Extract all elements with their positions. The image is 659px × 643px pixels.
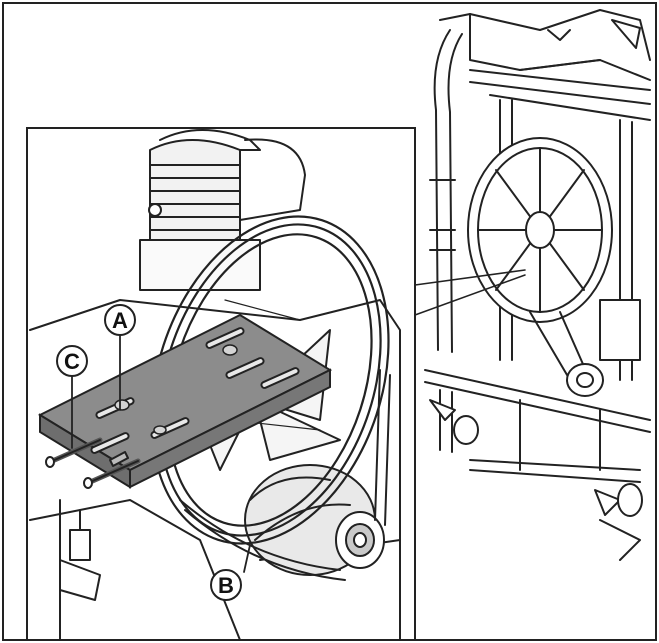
adjusting-bolts — [45, 437, 141, 489]
callout-b-leader — [243, 544, 251, 573]
callout-b: B — [210, 569, 242, 601]
motor-pulley — [244, 464, 385, 576]
detail-inset — [26, 127, 416, 641]
leader-line-bottom — [414, 274, 526, 316]
callout-c: C — [56, 345, 88, 377]
compressor-cylinder — [139, 129, 306, 291]
callout-a: A — [104, 304, 136, 336]
callout-b-label: B — [218, 573, 234, 598]
machine-overview — [424, 9, 651, 561]
leader-line-top — [414, 269, 526, 286]
mounting-plate — [37, 313, 333, 489]
callout-a-label: A — [112, 308, 128, 333]
callout-c-label: C — [64, 349, 80, 374]
